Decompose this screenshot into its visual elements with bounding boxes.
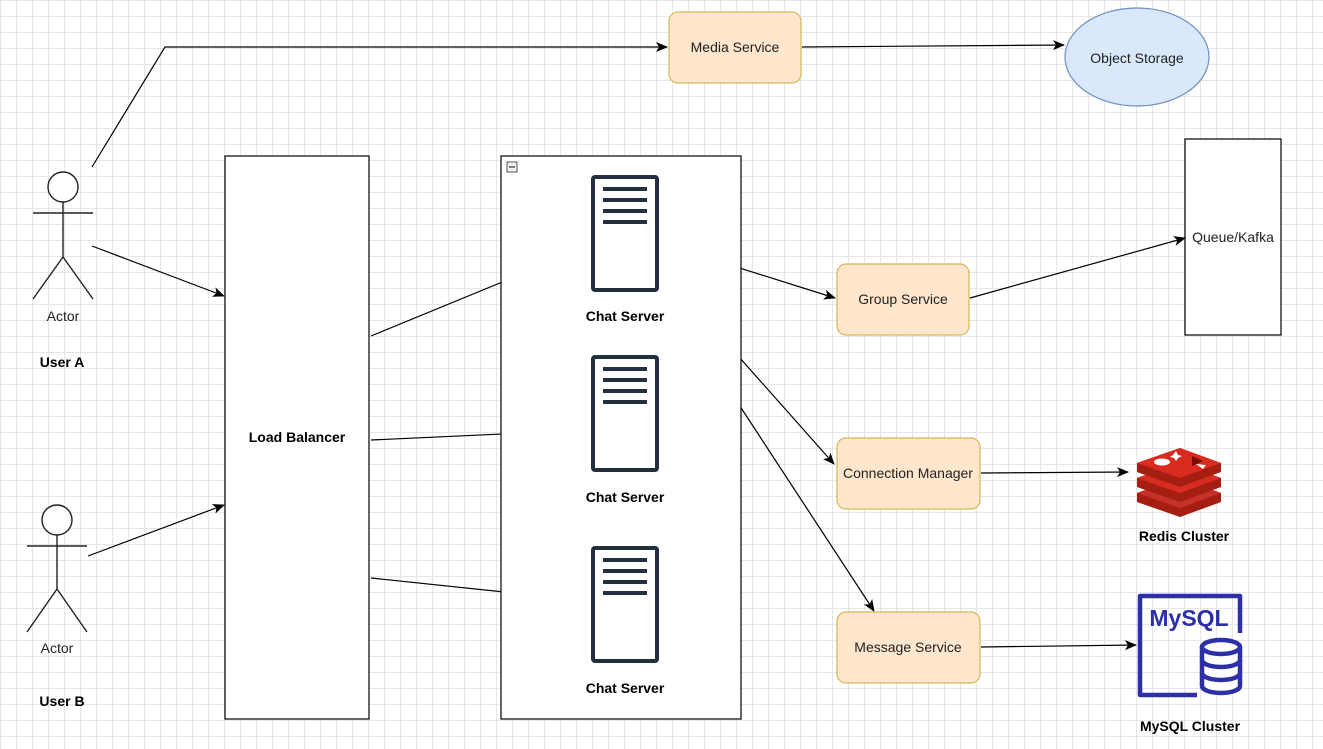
chat-server-1-label: Chat Server: [586, 308, 665, 324]
queue-kafka-label: Queue/Kafka: [1192, 229, 1274, 245]
actor-a-icon: [32, 171, 94, 300]
redis-cluster[interactable]: Redis Cluster: [1137, 448, 1230, 544]
mysql-logo-text: MySQL: [1149, 605, 1228, 631]
chat-server-3-label: Chat Server: [586, 680, 665, 696]
actor-a-caption: Actor: [47, 308, 80, 324]
actor-b-icon: [26, 504, 88, 633]
server-icon: [591, 546, 659, 663]
connector-user-a-to-media-service[interactable]: [91, 42, 668, 168]
object-storage[interactable]: Object Storage: [1064, 7, 1210, 107]
connector-message-to-mysql[interactable]: [980, 640, 1137, 651]
actor-a-name: User A: [40, 354, 85, 370]
group-service-label: Group Service: [858, 291, 948, 307]
chat-server-group[interactable]: [500, 155, 742, 720]
load-balancer[interactable]: Load Balancer: [224, 155, 370, 720]
mysql-cluster-label: MySQL Cluster: [1140, 718, 1241, 734]
chat-server-2[interactable]: Chat Server: [586, 355, 665, 505]
connector-group-to-queue[interactable]: [969, 236, 1186, 299]
message-service[interactable]: Message Service: [836, 611, 981, 684]
actor-user-a[interactable]: Actor User A: [32, 171, 94, 370]
message-service-label: Message Service: [854, 639, 962, 655]
mysql-database-icon: MySQL: [1137, 593, 1243, 698]
mysql-cluster[interactable]: MySQL MySQL Cluster: [1137, 593, 1243, 734]
connector-user-a-to-load-balancer[interactable]: [91, 245, 225, 297]
connector-user-b-to-load-balancer[interactable]: [87, 504, 225, 557]
media-service-label: Media Service: [691, 39, 780, 55]
actor-b-caption: Actor: [41, 640, 74, 656]
chat-server-1[interactable]: Chat Server: [586, 175, 665, 324]
server-icon: [591, 175, 659, 292]
load-balancer-label: Load Balancer: [249, 429, 346, 445]
connection-manager[interactable]: Connection Manager: [836, 437, 981, 510]
actor-b-name: User B: [39, 693, 84, 709]
chat-server-2-label: Chat Server: [586, 489, 665, 505]
actor-user-b[interactable]: Actor User B: [26, 504, 88, 709]
server-icon: [591, 355, 659, 472]
object-storage-label: Object Storage: [1090, 50, 1184, 66]
media-service[interactable]: Media Service: [668, 11, 802, 84]
collapse-icon[interactable]: [506, 161, 518, 173]
redis-icon: [1137, 448, 1221, 517]
group-service[interactable]: Group Service: [836, 263, 970, 336]
connector-media-to-object-storage[interactable]: [801, 40, 1065, 51]
redis-cluster-label: Redis Cluster: [1139, 528, 1230, 544]
queue-kafka[interactable]: Queue/Kafka: [1184, 138, 1282, 336]
connector-connection-to-redis[interactable]: [980, 467, 1129, 478]
chat-server-3[interactable]: Chat Server: [586, 546, 665, 696]
connection-manager-label: Connection Manager: [843, 465, 973, 481]
connectors: [87, 40, 1186, 651]
